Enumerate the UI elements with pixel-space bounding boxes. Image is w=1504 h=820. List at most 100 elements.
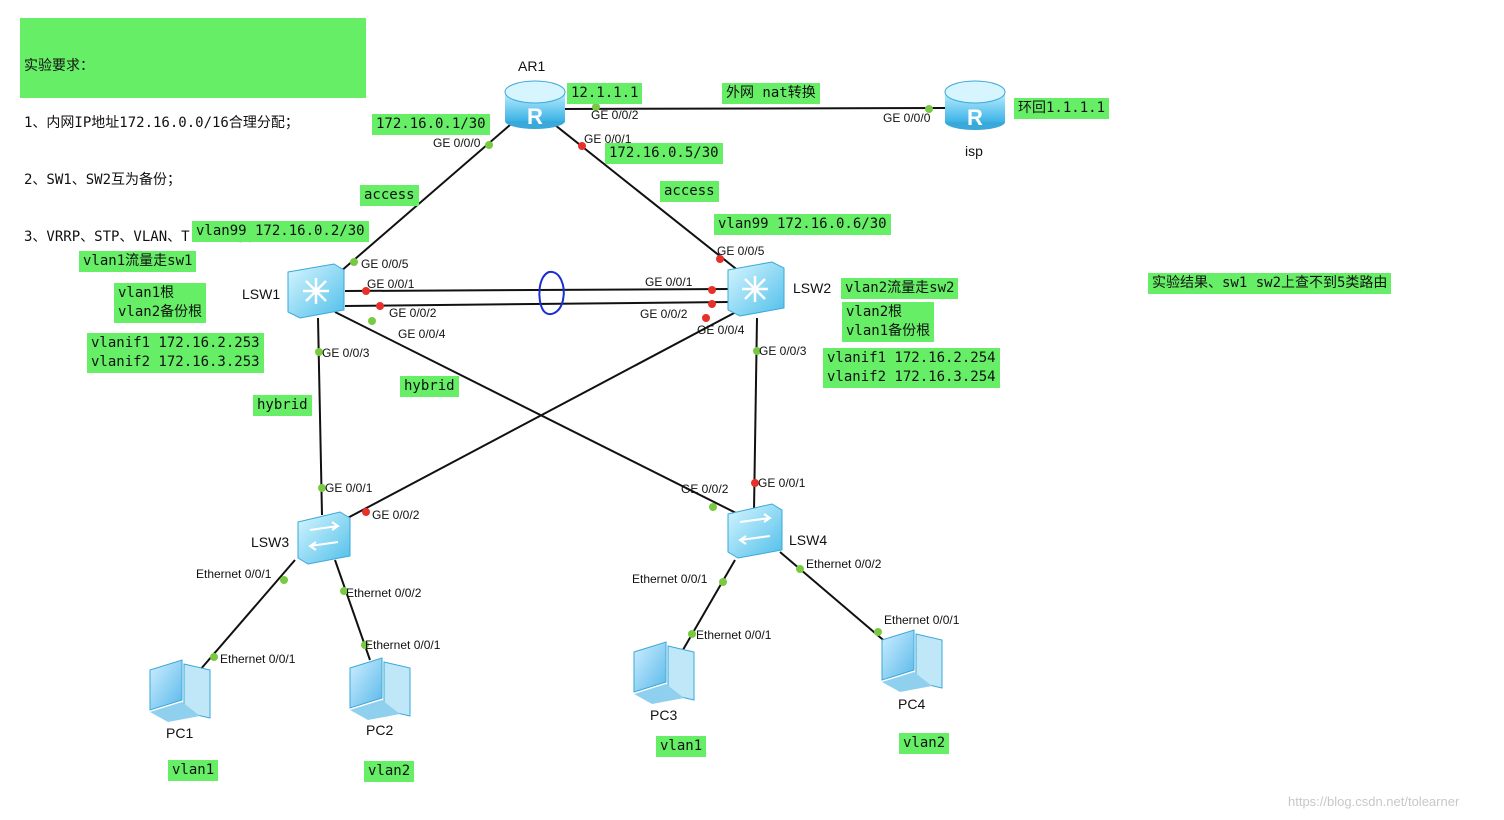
port-dot-up: [315, 348, 323, 356]
switch-lsw1-icon[interactable]: [287, 263, 345, 319]
lsw2-vlan99-note: vlan99 172.16.0.6/30: [714, 214, 891, 235]
port-label: GE 0/0/5: [361, 257, 409, 271]
ar1-lan0-ip-note: 172.16.0.1/30: [372, 114, 490, 135]
link-mode-access-note: access: [360, 185, 419, 206]
port-dot-up: [592, 103, 600, 111]
port-label: Ethernet 0/0/1: [220, 652, 296, 666]
port-label: GE 0/0/5: [717, 244, 765, 258]
port-label: GE 0/0/2: [681, 482, 729, 496]
link-lsw2-lsw3: [339, 311, 737, 523]
port-dot-up: [688, 630, 696, 638]
pc4-vlan-note: vlan2: [899, 733, 950, 754]
port-label: GE 0/0/2: [591, 108, 639, 122]
device-label-isp: isp: [965, 143, 983, 159]
link-mode-hybrid-note: hybrid: [253, 395, 312, 416]
port-dot-up: [210, 653, 218, 661]
port-label: GE 0/0/0: [883, 111, 931, 125]
pc1-vlan-note: vlan1: [168, 760, 219, 781]
device-label-lsw3: LSW3: [251, 534, 290, 550]
device-label-pc2: PC2: [366, 722, 394, 738]
watermark: https://blog.csdn.net/tolearner: [1288, 794, 1460, 809]
port-dot-up: [280, 576, 288, 584]
link-lsw1-lsw2-g002: [344, 301, 731, 307]
lsw1-stp-root-note: vlan1根 vlan2备份根: [114, 283, 207, 323]
port-label: Ethernet 0/0/1: [632, 572, 708, 586]
lsw2-stp-root-note: vlan2根 vlan1备份根: [842, 302, 935, 342]
device-label-pc4: PC4: [898, 696, 926, 712]
pc3-vlan-note: vlan1: [656, 736, 707, 757]
port-dot-up: [368, 317, 376, 325]
router-isp-icon[interactable]: R: [944, 80, 1006, 130]
requirement-item: 2、SW1、SW2互为备份；: [24, 172, 182, 188]
link-lsw1-lsw4: [334, 311, 741, 516]
port-label: GE 0/0/3: [322, 346, 370, 360]
port-dot-blocked: [362, 508, 370, 516]
device-label-lsw4: LSW4: [789, 532, 828, 548]
ar1-lan1-ip-note: 172.16.0.5/30: [605, 143, 723, 164]
switch-lsw4-icon[interactable]: [727, 503, 783, 559]
port-dot-blocked: [362, 287, 370, 295]
ar1-wan-ip-note: 12.1.1.1: [567, 83, 643, 104]
port-dot-blocked: [716, 255, 724, 263]
result-note: 实验结果、sw1 sw2上查不到5类路由: [1148, 273, 1392, 294]
port-dot-up: [796, 565, 804, 573]
pc2-icon[interactable]: [349, 657, 411, 720]
port-dot-up: [340, 587, 348, 595]
port-dot-up: [485, 141, 493, 149]
device-label-pc3: PC3: [650, 707, 678, 723]
port-dot-up: [874, 628, 882, 636]
port-dot-blocked: [578, 142, 586, 150]
switch-lsw3-icon[interactable]: [297, 511, 351, 565]
pc2-vlan-note: vlan2: [364, 761, 415, 782]
port-dot-blocked: [708, 286, 716, 294]
pc4-icon[interactable]: [881, 629, 943, 692]
lsw1-traffic-note: vlan1流量走sw1: [79, 251, 197, 272]
requirement-item: 1、内网IP地址172.16.0.0/16合理分配；: [24, 115, 299, 131]
port-dot-blocked: [702, 314, 710, 322]
link-mode-access-note: access: [660, 181, 719, 202]
port-dot-blocked: [751, 479, 759, 487]
lsw1-vlan99-note: vlan99 172.16.0.2/30: [192, 221, 369, 242]
port-dot-up: [361, 641, 369, 649]
lsw1-vlanif-note: vlanif1 172.16.2.253 vlanif2 172.16.3.25…: [87, 333, 264, 373]
svg-text:R: R: [967, 105, 983, 130]
port-label: Ethernet 0/0/2: [346, 586, 422, 600]
link-mode-hybrid-note: hybrid: [400, 376, 459, 397]
port-label: Ethernet 0/0/1: [365, 638, 441, 652]
port-label: GE 0/0/4: [697, 323, 745, 337]
device-label-pc1: PC1: [166, 725, 194, 741]
link-lsw1-lsw2-g001: [344, 288, 731, 292]
link-ar1-isp: [559, 107, 946, 110]
port-dot-up: [318, 484, 326, 492]
port-indicators: [210, 103, 933, 661]
port-label: Ethernet 0/0/1: [884, 613, 960, 627]
requirements-title: 实验要求：: [24, 58, 94, 74]
link-ar1-lsw2: [554, 124, 741, 273]
svg-text:R: R: [527, 104, 543, 129]
device-label-lsw2: LSW2: [793, 280, 832, 296]
port-label: GE 0/0/1: [367, 277, 415, 291]
requirements-note: 实验要求： 1、内网IP地址172.16.0.0/16合理分配； 2、SW1、S…: [20, 18, 366, 245]
pc1-icon[interactable]: [149, 659, 211, 722]
port-label: GE 0/0/4: [398, 327, 446, 341]
port-label: GE 0/0/2: [372, 508, 420, 522]
port-label: GE 0/0/1: [645, 275, 693, 289]
router-ar1-icon[interactable]: R: [504, 80, 566, 129]
eth-trunk-annotation: [538, 270, 565, 316]
port-dot-blocked: [376, 302, 384, 310]
port-label: GE 0/0/0: [433, 136, 481, 150]
port-label: GE 0/0/2: [640, 307, 688, 321]
port-dot-up: [719, 578, 727, 586]
link-lsw4-pc3: [679, 559, 736, 656]
port-dot-up: [925, 105, 933, 113]
pc3-icon[interactable]: [633, 641, 695, 704]
lsw2-vlanif-note: vlanif1 172.16.2.254 vlanif2 172.16.3.25…: [823, 348, 1000, 388]
isp-loopback-note: 环回1.1.1.1: [1014, 98, 1110, 119]
port-dot-up: [350, 258, 358, 266]
device-label-ar1: AR1: [518, 58, 546, 74]
switch-lsw2-icon[interactable]: [727, 261, 785, 317]
lsw2-traffic-note: vlan2流量走sw2: [841, 278, 959, 299]
port-label: GE 0/0/2: [389, 306, 437, 320]
port-label: Ethernet 0/0/1: [696, 628, 772, 642]
